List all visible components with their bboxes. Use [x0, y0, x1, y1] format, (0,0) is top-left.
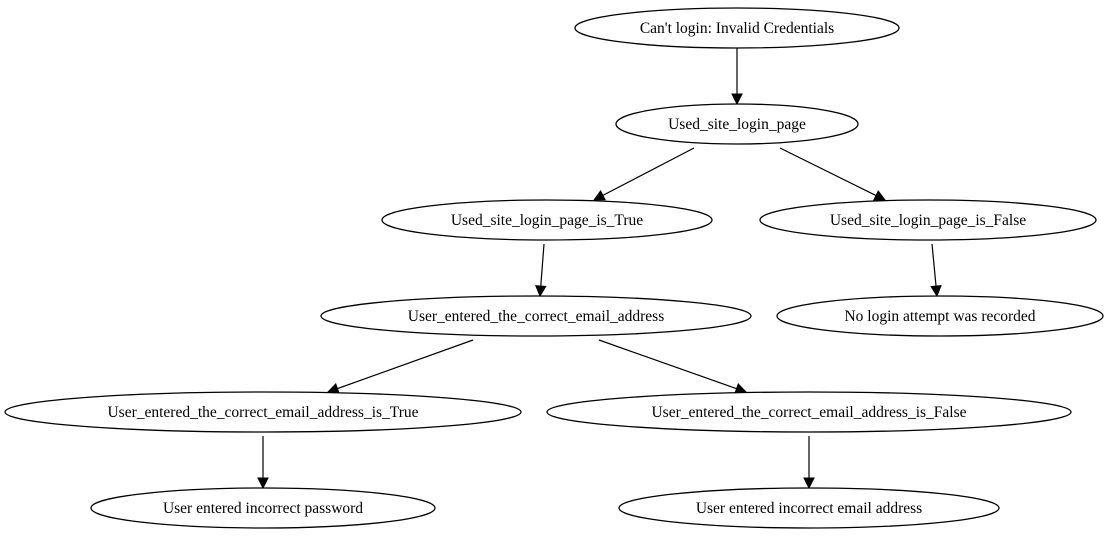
- node-label: No login attempt was recorded: [844, 308, 1035, 325]
- node-ellipse: [381, 199, 713, 241]
- edge-email_correct-to-email_false: [598, 339, 737, 390]
- node-ellipse: [574, 7, 900, 49]
- arrowhead-used_site-to-used_true: [593, 190, 606, 201]
- node-label: User entered incorrect email address: [696, 500, 922, 517]
- node-label: User entered incorrect password: [163, 500, 363, 517]
- arrowhead-used_false-to-no_attempt: [930, 284, 942, 298]
- node-wrong-email: User entered incorrect email address: [618, 487, 1000, 529]
- arrowhead-email_correct-to-email_true: [326, 382, 340, 394]
- edge-used_site-to-used_true: [602, 147, 695, 196]
- arrowhead-root-to-used_site: [731, 93, 743, 106]
- arrowhead-email_false-to-wrong_email: [803, 477, 815, 490]
- node-label: User_entered_the_correct_email_address_i…: [107, 404, 418, 421]
- node-label: User_entered_the_correct_email_address_i…: [651, 404, 966, 421]
- node-ellipse: [320, 295, 752, 337]
- node-used-false: Used_site_login_page_is_False: [759, 199, 1097, 241]
- node-ellipse: [759, 199, 1097, 241]
- node-used-true: Used_site_login_page_is_True: [381, 199, 713, 241]
- edge-used_site-to-used_false: [779, 147, 877, 197]
- node-ellipse: [618, 487, 1000, 529]
- node-email-true: User_entered_the_correct_email_address_i…: [4, 391, 522, 433]
- node-label: Used_site_login_page_is_False: [830, 212, 1026, 229]
- edges: [257, 48, 942, 490]
- node-label: User_entered_the_correct_email_address: [408, 308, 665, 325]
- arrowhead-email_true-to-wrong_password: [257, 477, 269, 490]
- node-email-false: User_entered_the_correct_email_address_i…: [546, 391, 1072, 433]
- node-wrong-password: User entered incorrect password: [90, 487, 436, 529]
- node-email-correct: User_entered_the_correct_email_address: [320, 295, 752, 337]
- node-label: Used_site_login_page_is_True: [451, 212, 643, 229]
- node-ellipse: [4, 391, 522, 433]
- edge-used_true-to-email_correct: [540, 243, 545, 287]
- node-used-site: Used_site_login_page: [615, 103, 859, 145]
- node-label: Used_site_login_page: [668, 116, 806, 133]
- node-ellipse: [615, 103, 859, 145]
- edge-used_false-to-no_attempt: [931, 243, 937, 287]
- node-label: Can't login: Invalid Credentials: [640, 20, 834, 37]
- node-ellipse: [776, 295, 1104, 337]
- node-ellipse: [546, 391, 1072, 433]
- node-root: Can't login: Invalid Credentials: [574, 7, 900, 49]
- node-no-attempt: No login attempt was recorded: [776, 295, 1104, 337]
- node-ellipse: [90, 487, 436, 529]
- nodes: Can't login: Invalid CredentialsUsed_sit…: [4, 7, 1104, 529]
- arrowhead-used_true-to-email_correct: [535, 285, 547, 298]
- edge-email_correct-to-email_true: [337, 339, 474, 390]
- arrowhead-used_site-to-used_false: [873, 190, 887, 201]
